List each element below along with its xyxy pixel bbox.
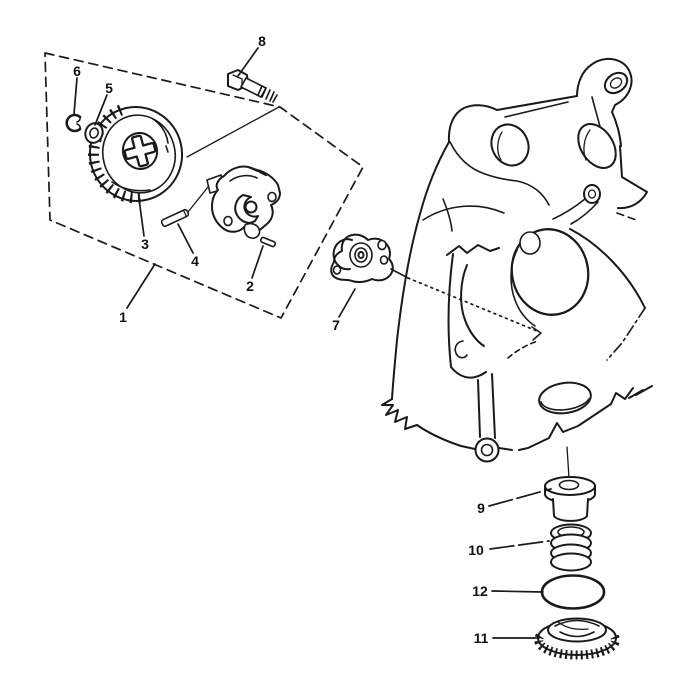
crankcase-top-lug bbox=[576, 57, 633, 147]
part-label-7: 7 bbox=[332, 317, 340, 333]
callout-4: 4 bbox=[177, 223, 199, 269]
crankcase bbox=[381, 57, 653, 479]
callout-8: 8 bbox=[237, 33, 266, 77]
upper-right-boss bbox=[577, 123, 617, 169]
callout-12: 12 bbox=[472, 583, 544, 599]
bore-bolt-hole bbox=[519, 231, 541, 255]
locating-arrow bbox=[531, 326, 542, 341]
spring bbox=[550, 523, 592, 572]
callout-7: 7 bbox=[332, 288, 356, 333]
pump-check-pin bbox=[259, 236, 277, 248]
drain-opening bbox=[538, 381, 592, 415]
gear-teeth bbox=[88, 104, 145, 204]
part-label-12: 12 bbox=[472, 583, 488, 599]
bolt-shank bbox=[240, 77, 267, 98]
crankcase-left-edge bbox=[391, 104, 498, 400]
upper-left-boss-hole bbox=[490, 123, 530, 167]
crankcase-bottom-flange bbox=[498, 403, 612, 451]
callout-2: 2 bbox=[246, 245, 264, 294]
pump-rotor-slot bbox=[234, 194, 259, 224]
part-label-3: 3 bbox=[141, 236, 149, 252]
washer bbox=[84, 122, 104, 144]
callout-1: 1 bbox=[119, 263, 156, 325]
callout-11: 11 bbox=[474, 630, 540, 646]
dowel-pin bbox=[160, 208, 190, 228]
pump-mount-bracket bbox=[446, 244, 500, 256]
gear-cross-bore bbox=[123, 134, 157, 168]
drain-axis-line bbox=[566, 446, 570, 479]
small-boss-hole bbox=[583, 184, 601, 204]
part-label-2: 2 bbox=[246, 278, 254, 294]
circlip bbox=[65, 113, 82, 133]
callouts: 1 2 3 4 5 6 7 8 bbox=[73, 33, 552, 646]
bolt bbox=[227, 69, 278, 103]
part-label-6: 6 bbox=[73, 63, 81, 79]
o-ring bbox=[540, 574, 606, 610]
callout-3: 3 bbox=[138, 198, 149, 252]
pump-gasket bbox=[330, 233, 394, 284]
part-label-5: 5 bbox=[105, 80, 113, 96]
pump-outlet-boss bbox=[243, 222, 261, 239]
drain-cap bbox=[534, 617, 620, 660]
part-label-10: 10 bbox=[468, 542, 484, 558]
part-label-9: 9 bbox=[477, 500, 485, 516]
part-label-4: 4 bbox=[191, 253, 199, 269]
callout-5: 5 bbox=[94, 80, 113, 126]
crankcase-top-edge bbox=[496, 95, 578, 111]
callout-10: 10 bbox=[468, 540, 550, 558]
callout-6: 6 bbox=[73, 63, 81, 115]
assembly-axis-lines bbox=[186, 106, 280, 213]
part-label-11: 11 bbox=[474, 630, 489, 646]
part-label-1: 1 bbox=[119, 309, 127, 325]
drain-plug bbox=[544, 476, 596, 522]
oil-pump-drive-gear bbox=[88, 104, 184, 204]
callout-9: 9 bbox=[477, 488, 552, 516]
part-label-8: 8 bbox=[258, 33, 266, 49]
top-lug-hole bbox=[603, 71, 629, 95]
bolt-threads bbox=[257, 85, 278, 103]
assembly-boundary-dashed-outline bbox=[44, 52, 364, 319]
oil-pump-body bbox=[206, 165, 281, 239]
crankcase-bottom-claw bbox=[381, 398, 476, 450]
cap-knurl-band bbox=[534, 633, 620, 660]
